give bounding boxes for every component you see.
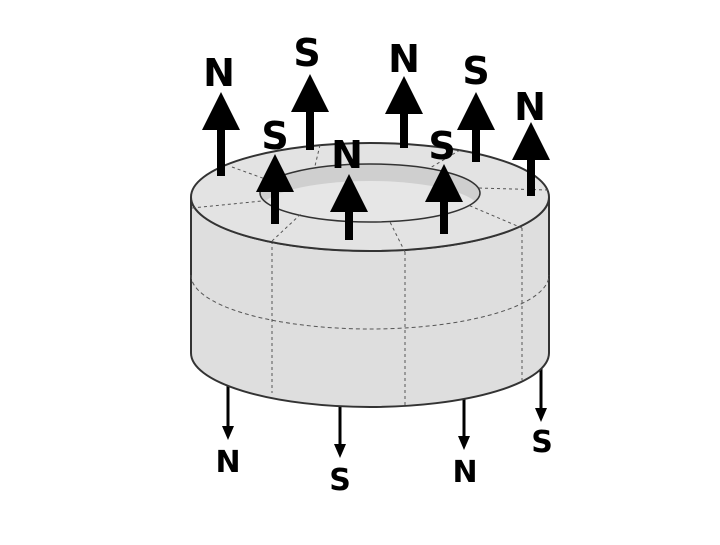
arrow-5-shaft (527, 158, 535, 196)
pole-label-3: N (388, 37, 420, 81)
bottom-label-4: S (531, 425, 553, 460)
arrow-1-head (202, 92, 240, 130)
top-segment-lines (191, 144, 549, 253)
arrow-1-shaft (217, 128, 225, 176)
arrow-2-head (291, 74, 329, 112)
pole-label-2: S (293, 31, 320, 75)
pole-label-5: N (514, 85, 546, 129)
bottom-arrowhead-3 (458, 436, 470, 450)
bottom-arrowhead-1 (222, 426, 234, 440)
arrow-6-head (256, 154, 294, 192)
arrow-5-head (512, 122, 550, 160)
pole-label-1: N (203, 51, 235, 95)
arrow-6-shaft (271, 190, 279, 224)
ring-hole-outline (259, 163, 481, 223)
pole-label-4: S (462, 49, 489, 93)
pole-label-8: S (428, 124, 455, 168)
arrow-7-head (330, 174, 368, 212)
bottom-arrowhead-2 (334, 444, 346, 458)
side-segment-lines (271, 228, 523, 405)
bottom-label-2: S (329, 463, 351, 498)
arrow-4-shaft (472, 128, 480, 162)
top-arrows-back (202, 74, 550, 196)
arrow-4-head (457, 92, 495, 130)
pole-label-7: N (331, 133, 363, 177)
bottom-pole-labels: N S N S (215, 425, 552, 498)
top-arrows-front (256, 154, 463, 240)
arrow-7-shaft (345, 210, 353, 240)
arrow-8-shaft (440, 200, 448, 234)
ring-middle-seam (190, 274, 550, 330)
pole-label-6: S (261, 114, 288, 158)
top-pole-labels: N S N S N S N S (203, 31, 546, 177)
bottom-label-3: N (452, 455, 477, 490)
arrow-8-head (425, 164, 463, 202)
arrow-3-shaft (400, 112, 408, 148)
bottom-label-1: N (215, 445, 240, 480)
arrow-3-head (385, 76, 423, 114)
arrow-2-shaft (306, 110, 314, 150)
bottom-arrowhead-4 (535, 408, 547, 422)
ring-hole-inner-wall (260, 181, 480, 222)
